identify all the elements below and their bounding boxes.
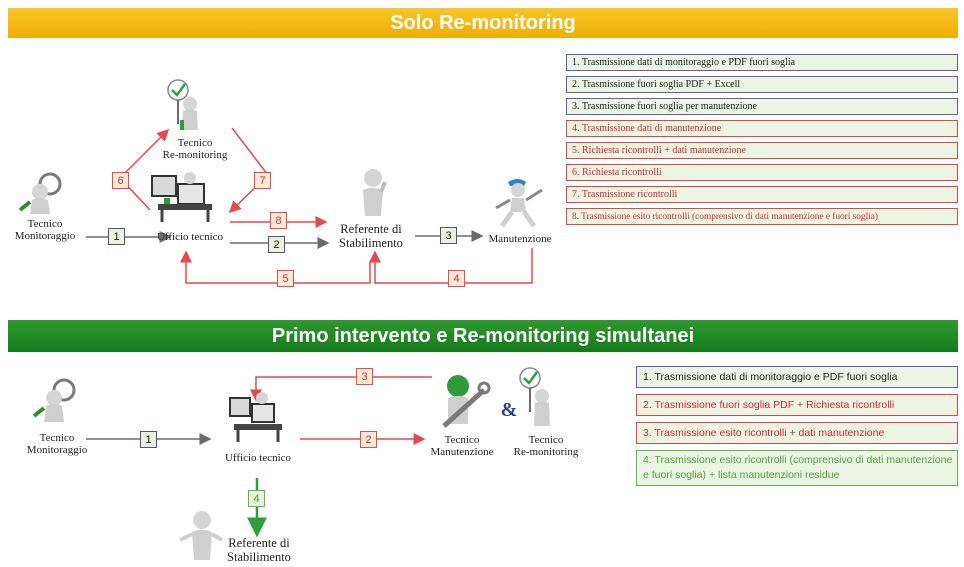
s2-legend-item-3: 3. Trasmissione esito ricontrolli + dati… <box>636 422 958 444</box>
magnifier-person-icon <box>18 172 62 214</box>
s1-tecnico-monitoraggio-label: Tecnico Monitoraggio <box>14 218 76 242</box>
section2-title-banner: Primo intervento e Re-monitoring simulta… <box>8 320 958 352</box>
step-2-box: 2 <box>268 236 285 253</box>
s2-ampersand: & <box>500 399 518 421</box>
arrow-7 <box>228 127 270 214</box>
checkmark-sign-person-icon <box>167 79 198 130</box>
section1-title-banner: Solo Re-monitoring <box>8 8 958 38</box>
s1-legend-item-4: 4. Trasmissione dati di manutenzione <box>566 120 958 137</box>
s2-legend-item-1: 1. Trasmissione dati di monitoraggio e P… <box>636 366 958 388</box>
s2-step-2-box: 2 <box>360 431 377 448</box>
s1-tecnico-remonitoring-label: Tecnico Re-monitoring <box>162 137 228 161</box>
step-3-box: 3 <box>440 227 457 244</box>
s2-tecnico-monitoraggio-label: Tecnico Monitoraggio <box>26 432 88 456</box>
s2-legend-item-2: 2. Trasmissione fuori soglia PDF + Richi… <box>636 394 958 416</box>
checkmark-sign-person-icon <box>519 367 550 426</box>
s1-referente-label: Referente di Stabilimento <box>339 222 403 250</box>
s1-legend-item-6: 6. Richiesta ricontrolli <box>566 164 958 181</box>
step-6-box: 6 <box>112 172 129 189</box>
s1-legend-item-8: 8. Trasmissione esito ricontrolli (compr… <box>566 208 958 225</box>
step-1-box: 1 <box>108 228 125 245</box>
s1-legend-item-7: 7. Trasmissione ricontrolli <box>566 186 958 203</box>
s2-legend-item-4: 4. Trasmissione esito ricontrolli (compr… <box>636 450 958 486</box>
computer-workstation-person-icon <box>229 392 282 442</box>
step-7-box: 7 <box>254 172 271 189</box>
step-8-box: 8 <box>270 212 287 229</box>
section2-title: Primo intervento e Re-monitoring simulta… <box>271 324 695 347</box>
thinking-person-icon <box>363 169 387 216</box>
shrugging-person-icon <box>179 511 224 560</box>
s2-arrow-3 <box>250 376 432 402</box>
running-wrench-person-icon <box>495 179 543 228</box>
step-5-box: 5 <box>277 270 294 287</box>
s2-step-3-box: 3 <box>356 368 373 385</box>
s1-legend-item-5: 5. Richiesta ricontrolli + dati manutenz… <box>566 142 958 159</box>
s2-tecnico-manutenzione-label: Tecnico Manutenzione <box>430 434 494 458</box>
step-4-box: 4 <box>448 270 465 287</box>
s1-legend-item-1: 1. Trasmissione dati di monitoraggio e P… <box>566 54 958 71</box>
s2-step-4-box: 4 <box>248 490 265 507</box>
s2-ufficio-tecnico-label: Ufficio tecnico <box>224 452 292 464</box>
s1-ufficio-tecnico-label: Ufficio tecnico <box>156 231 224 243</box>
computer-workstation-person-icon <box>151 172 212 222</box>
s1-legend-item-3: 3. Trasmissione fuori soglia per manuten… <box>566 98 958 115</box>
wrench-person-icon <box>442 375 491 428</box>
s1-manutenzione-label: Manutenzione <box>488 233 552 245</box>
section1-title: Solo Re-monitoring <box>390 11 576 34</box>
s2-step-1-box: 1 <box>140 431 157 448</box>
s2-referente-label: Referente di Stabilimento <box>227 536 291 564</box>
s2-tecnico-remonitoring-label: Tecnico Re-monitoring <box>513 434 579 458</box>
magnifier-person-icon <box>32 378 76 422</box>
s1-legend-item-2: 2. Trasmissione fuori soglia PDF + Excel… <box>566 76 958 93</box>
